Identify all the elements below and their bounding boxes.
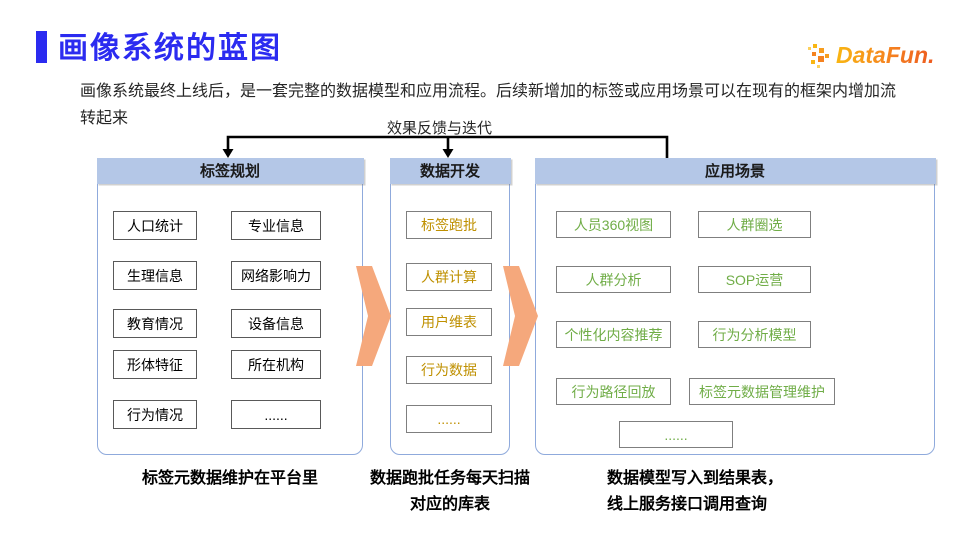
tag-item: 专业信息 — [231, 211, 321, 240]
flow-arrow-right-icon — [356, 266, 391, 366]
tag-item: 设备信息 — [231, 309, 321, 338]
app-item: ...... — [619, 421, 733, 448]
dev-item: ...... — [406, 405, 492, 433]
tag-item: 人口统计 — [113, 211, 197, 240]
logo-wordmark: DataFun. — [836, 41, 935, 68]
caption-line: 数据跑批任务每天扫描 — [369, 470, 530, 487]
app-item: 人群圈选 — [698, 211, 811, 238]
datafun-logo: DataFun. — [806, 40, 934, 70]
tag-item: 教育情况 — [113, 309, 197, 338]
page-title: 画像系统的蓝图 — [58, 32, 282, 65]
caption-application: 数据模型写入到结果表， 线上服务接口调用查询 — [607, 466, 827, 518]
app-item: 行为分析模型 — [698, 321, 811, 348]
tag-item: 行为情况 — [113, 400, 197, 429]
panel-data-development: 数据开发 标签跑批 人群计算 用户维表 行为数据 ...... — [389, 157, 511, 455]
panel-data-development-header: 数据开发 — [389, 157, 511, 184]
tag-item: 形体特征 — [113, 350, 197, 379]
tag-item: 生理信息 — [113, 261, 197, 290]
dev-item: 用户维表 — [406, 308, 492, 336]
tag-item: ...... — [231, 400, 321, 429]
app-item: SOP运营 — [698, 266, 811, 293]
intro-line-1: 画像系统最终上线后，是一套完整的数据模型和应用流程。后续新增加的标签或应用场景可… — [80, 83, 897, 100]
app-item: 个性化内容推荐 — [556, 321, 671, 348]
panel-tag-planning-header: 标签规划 — [96, 157, 364, 184]
app-item: 行为路径回放 — [556, 378, 671, 405]
panel-application-scenarios-header: 应用场景 — [534, 157, 936, 184]
tag-item: 所在机构 — [231, 350, 321, 379]
caption-line: 线上服务接口调用查询 — [607, 496, 768, 513]
feedback-loop-label: 效果反馈与迭代 — [387, 120, 493, 137]
intro-line-2: 转起来 — [80, 110, 129, 127]
dev-item: 标签跑批 — [406, 211, 492, 239]
title-accent-bar — [36, 31, 47, 63]
mosaic-squares-icon — [808, 44, 829, 68]
app-item: 人群分析 — [556, 266, 671, 293]
app-item: 标签元数据管理维护 — [689, 378, 835, 405]
dev-item: 人群计算 — [406, 263, 492, 291]
panel-tag-planning: 标签规划 人口统计 专业信息 生理信息 网络影响力 教育情况 设备信息 形体特征… — [96, 157, 364, 455]
caption-tag-planning: 标签元数据维护在平台里 — [97, 466, 363, 492]
intro-paragraph: 画像系统最终上线后，是一套完整的数据模型和应用流程。后续新增加的标签或应用场景可… — [80, 78, 950, 132]
caption-data-development: 数据跑批任务每天扫描 对应的库表 — [360, 466, 540, 518]
app-item: 人员360视图 — [556, 211, 671, 238]
panel-application-scenarios: 应用场景 人员360视图 人群圈选 人群分析 SOP运营 个性化内容推荐 行为分… — [534, 157, 936, 455]
flow-arrow-right-icon — [503, 266, 538, 366]
caption-line: 标签元数据维护在平台里 — [141, 470, 318, 487]
caption-line: 对应的库表 — [409, 496, 490, 513]
caption-line: 数据模型写入到结果表， — [607, 470, 784, 487]
tag-item: 网络影响力 — [231, 261, 321, 290]
dev-item: 行为数据 — [406, 356, 492, 384]
